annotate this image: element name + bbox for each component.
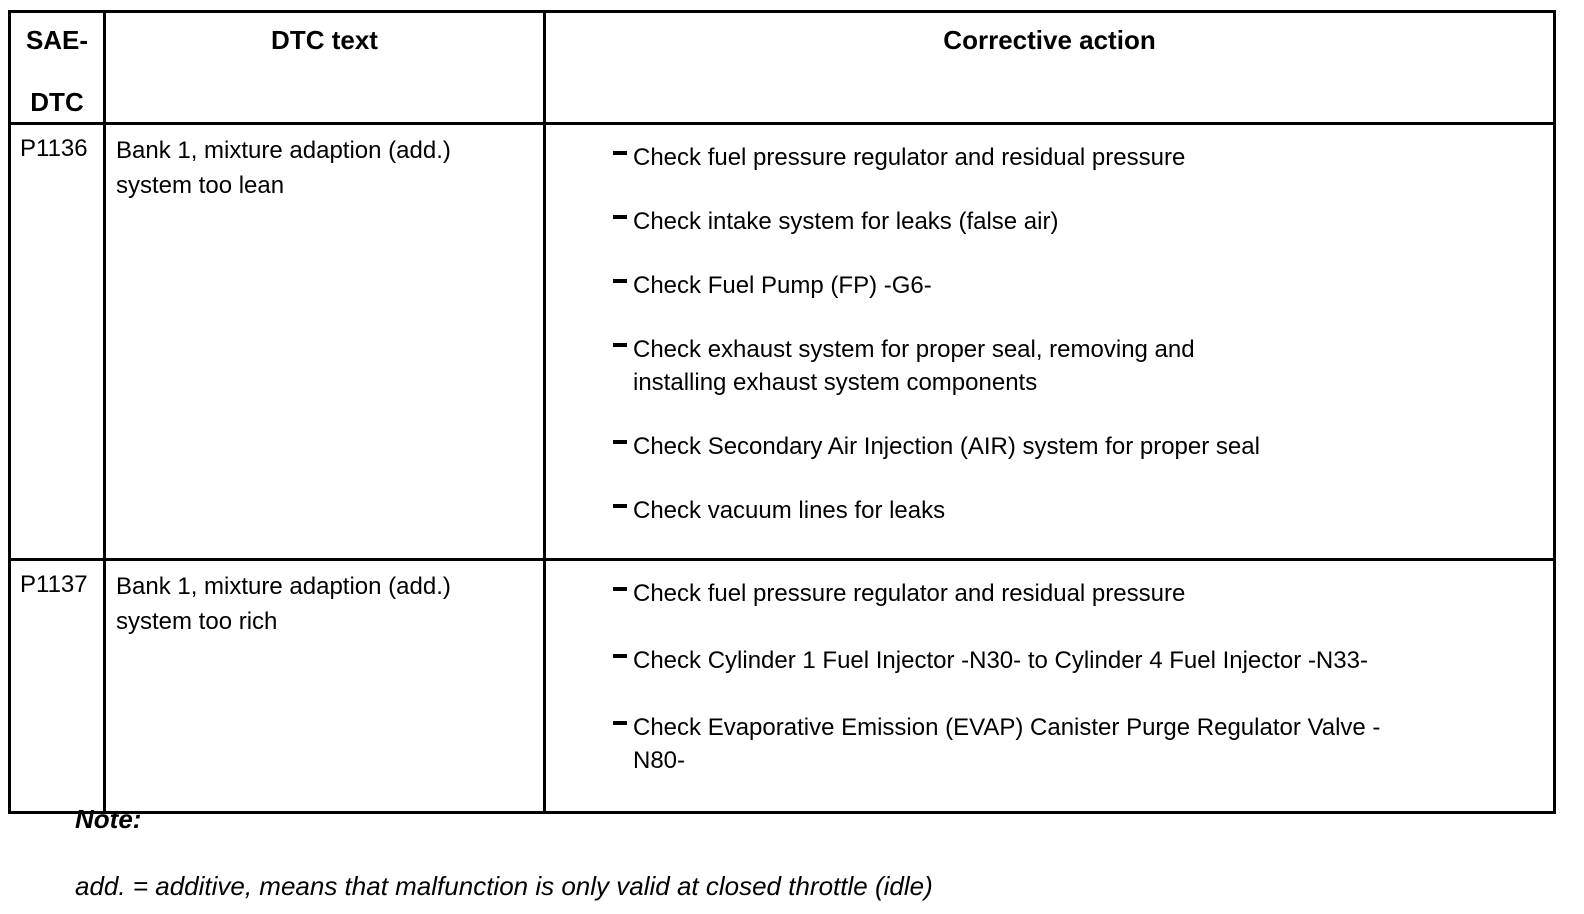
dash-bullet-icon [613,587,627,591]
action-item: Check Fuel Pump (FP) -G6- [613,269,1529,302]
dash-bullet-icon [613,343,627,347]
dash-bullet-icon [613,151,627,155]
header-corrective-action: Corrective action [543,10,1556,125]
table-row: P1136 Bank 1, mixture adaption (add.) sy… [8,122,1556,561]
dash-bullet-icon [613,215,627,219]
dtc-code: P1137 [8,558,106,814]
dtc-description: Bank 1, mixture adaption (add.) system t… [103,122,546,561]
table-header-row: SAE- DTC DTC text Corrective action [8,10,1556,125]
header-dtc-text: DTC text [103,10,546,125]
action-item: Check Evaporative Emission (EVAP) Canist… [613,711,1529,777]
corrective-actions-cell: Check fuel pressure regulator and residu… [543,558,1556,814]
header-sae-dtc: SAE- DTC [8,10,106,125]
action-item: Check intake system for leaks (false air… [613,205,1529,238]
header-sae-line1: SAE- [25,25,89,55]
action-text: Check vacuum lines for leaks [633,497,946,524]
dash-bullet-icon [613,279,627,283]
note-title: Note: [75,804,142,834]
action-text: Check Fuel Pump (FP) -G6- [633,272,932,299]
action-text: Check exhaust system for proper seal, re… [633,336,1195,396]
action-text: Check fuel pressure regulator and residu… [633,144,1186,171]
table-row: P1137 Bank 1, mixture adaption (add.) sy… [8,558,1556,814]
action-text: Check Evaporative Emission (EVAP) Canist… [633,714,1381,774]
action-item: Check exhaust system for proper seal, re… [613,333,1529,399]
dash-bullet-icon [613,654,627,658]
action-text: Check intake system for leaks (false air… [633,208,1059,235]
note-section: Note: add. = additive, means that malfun… [75,804,933,901]
action-item: Check Secondary Air Injection (AIR) syst… [613,430,1529,463]
action-item: Check vacuum lines for leaks [613,494,1529,527]
note-body: add. = additive, means that malfunction … [75,871,933,901]
corrective-actions-cell: Check fuel pressure regulator and residu… [543,122,1556,561]
header-sae-line2: DTC [30,87,84,117]
dtc-table: SAE- DTC DTC text Corrective action P113… [8,10,1556,814]
action-text: Check Cylinder 1 Fuel Injector -N30- to … [633,647,1368,674]
dtc-description: Bank 1, mixture adaption (add.) system t… [103,558,546,814]
action-item: Check fuel pressure regulator and residu… [613,577,1529,610]
action-item: Check Cylinder 1 Fuel Injector -N30- to … [613,644,1529,677]
dash-bullet-icon [613,721,627,725]
dash-bullet-icon [613,440,627,444]
action-item: Check fuel pressure regulator and residu… [613,141,1529,174]
dash-bullet-icon [613,504,627,508]
dtc-code: P1136 [8,122,106,561]
action-text: Check fuel pressure regulator and residu… [633,580,1186,607]
action-text: Check Secondary Air Injection (AIR) syst… [633,433,1260,460]
